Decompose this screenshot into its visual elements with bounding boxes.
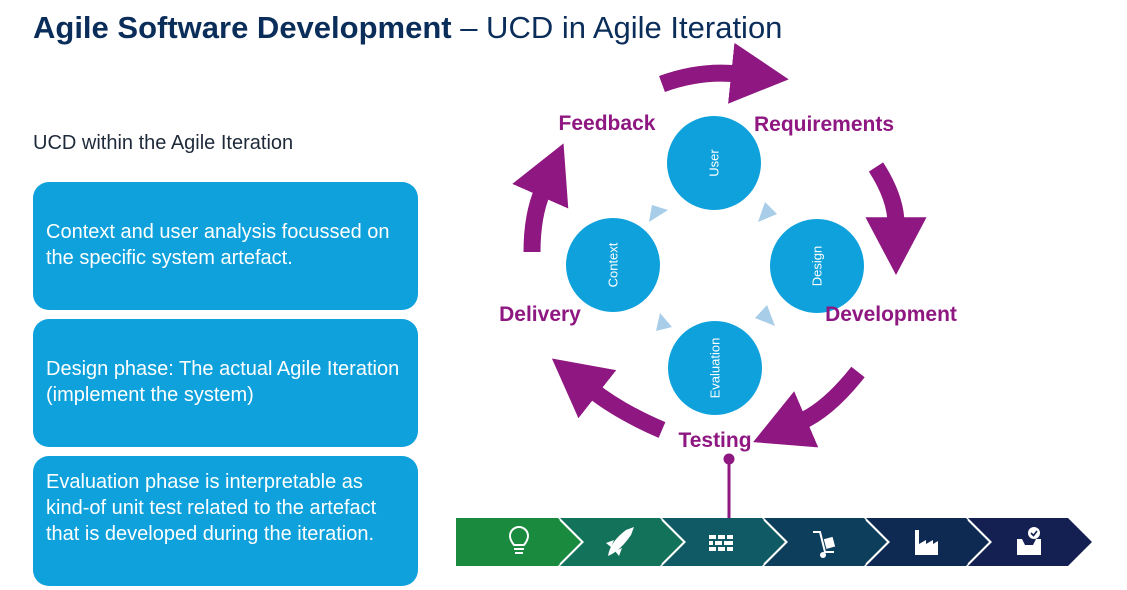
user-circle-label: User	[707, 149, 722, 177]
process-separator-2	[661, 519, 685, 565]
process-step-5	[866, 518, 990, 566]
design-circle	[770, 219, 864, 313]
user-to-design-arrow	[758, 202, 777, 222]
process-separator-3	[763, 519, 787, 565]
page-title-rest: – UCD in Agile Iteration	[451, 10, 783, 45]
context-analysis-box: Context and user analysis focussed on th…	[33, 182, 418, 310]
context-analysis-text: Context and user analysis focussed on th…	[46, 221, 390, 269]
feedback-to-requirements-arrow	[659, 42, 789, 104]
rocket-icon	[606, 527, 634, 556]
testing-label: Testing	[678, 429, 751, 452]
design-to-evaluation-arrow	[755, 305, 775, 326]
evaluation-circle	[668, 321, 762, 415]
brick-wall-icon	[709, 535, 733, 551]
process-separator-5	[967, 519, 991, 565]
requirements-label: Requirements	[754, 113, 894, 136]
page-title: Agile Software Development – UCD in Agil…	[33, 10, 782, 46]
user-circle	[667, 116, 761, 210]
evaluation-phase-text: Evaluation phase is interpretable as kin…	[46, 471, 377, 545]
factory-icon	[915, 530, 938, 555]
lightbulb-icon	[508, 526, 530, 554]
development-label: Development	[825, 303, 957, 326]
feedback-label: Feedback	[559, 112, 656, 135]
design-phase-box: Design phase: The actual Agile Iteration…	[33, 319, 418, 447]
process-step-6	[968, 518, 1092, 566]
development-to-testing-arrow	[753, 366, 865, 448]
design-phase-text: Design phase: The actual Agile Iteration…	[46, 358, 400, 406]
process-step-1	[456, 518, 582, 566]
delivery-to-feedback-arrow	[512, 143, 569, 253]
testing-to-delivery-arrow	[551, 358, 666, 438]
delivery-label: Delivery	[499, 303, 581, 326]
evaluation-circle-label: Evaluation	[708, 338, 723, 399]
process-separator-4	[865, 519, 889, 565]
process-separator-1	[559, 519, 583, 565]
context-circle-label: Context	[606, 242, 621, 287]
context-circle	[566, 218, 660, 312]
evaluation-to-context-arrow	[656, 313, 672, 331]
inbox-check-icon	[1017, 527, 1041, 555]
section-subtitle: UCD within the Agile Iteration	[33, 132, 294, 154]
design-circle-label: Design	[810, 246, 825, 286]
context-to-user-arrow	[649, 205, 668, 222]
page-title-bold: Agile Software Development	[33, 10, 452, 45]
requirements-to-development-arrow	[865, 162, 927, 275]
evaluation-phase-box: Evaluation phase is interpretable as kin…	[33, 456, 418, 586]
hand-truck-icon	[813, 531, 836, 558]
